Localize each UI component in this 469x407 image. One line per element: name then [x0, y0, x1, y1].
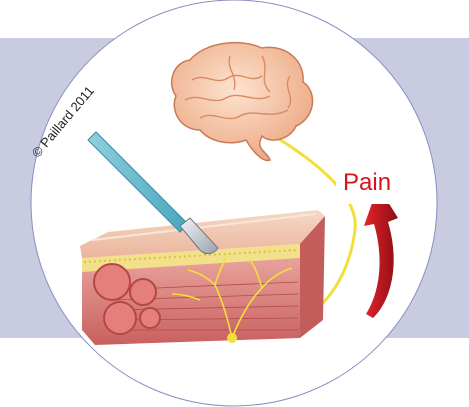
pain-label: Pain [343, 169, 391, 197]
